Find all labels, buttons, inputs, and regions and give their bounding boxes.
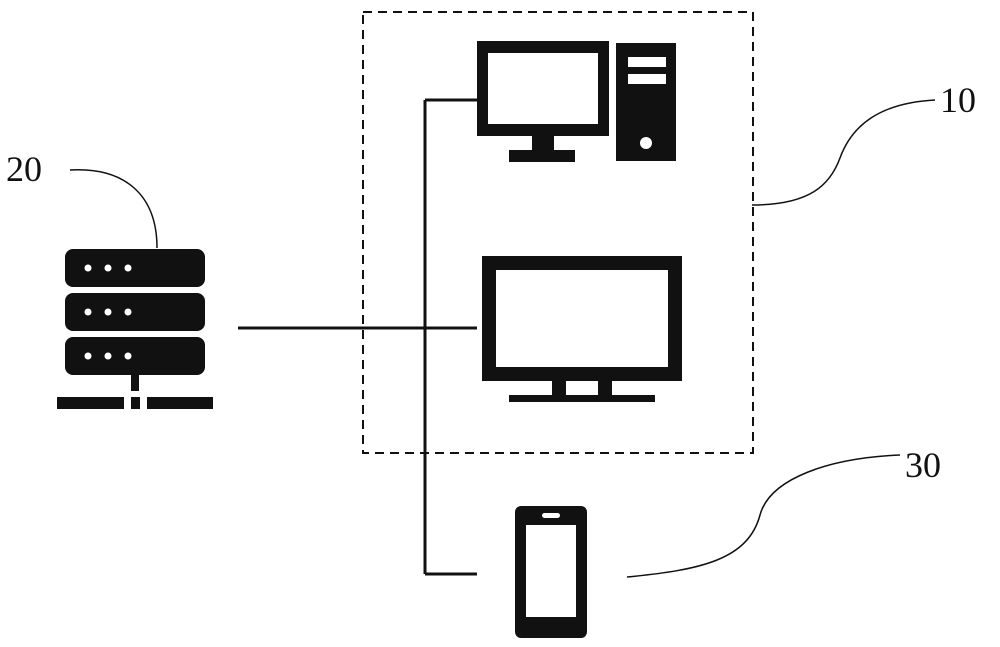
desktop-computer-icon <box>477 41 676 162</box>
monitor-stand <box>509 381 655 402</box>
phone-screen <box>526 525 576 617</box>
mobile-phone-icon <box>515 506 587 638</box>
leader-line-30 <box>626 454 901 578</box>
label-10: 10 <box>940 80 976 120</box>
leader-line-20 <box>69 169 158 249</box>
phone-speaker <box>542 513 560 518</box>
desktop-tower <box>616 43 676 161</box>
leader-line-10 <box>751 99 936 206</box>
server-unit-2 <box>65 293 205 331</box>
monitor-screen <box>482 256 682 381</box>
server-base-middle <box>131 397 140 409</box>
monitor-icon <box>482 256 682 402</box>
server-icon <box>57 249 213 409</box>
group-boundary <box>362 11 754 454</box>
server-stem <box>131 375 139 391</box>
server-leds <box>84 264 132 360</box>
server-unit-1 <box>65 249 205 287</box>
connection-lines <box>238 98 477 576</box>
desktop-monitor-neck <box>532 136 554 150</box>
leader-lines <box>69 99 936 578</box>
desktop-tower-power <box>640 137 652 149</box>
server-base-right <box>147 397 213 409</box>
server-unit-3 <box>65 337 205 375</box>
desktop-monitor-base <box>509 150 575 162</box>
server-base-left <box>57 397 124 409</box>
label-30: 30 <box>905 445 941 485</box>
label-20: 20 <box>6 149 42 189</box>
desktop-monitor <box>477 41 609 136</box>
